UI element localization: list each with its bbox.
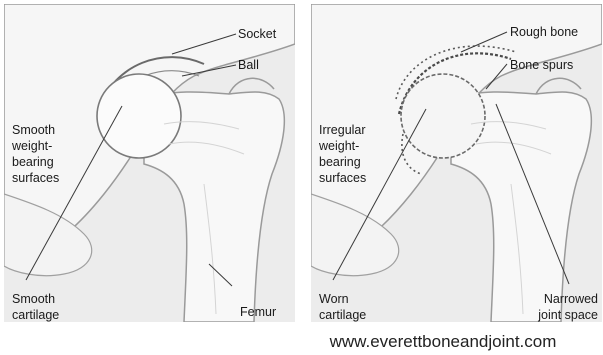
- ball-label: Ball: [238, 57, 259, 73]
- socket-label: Socket: [238, 26, 276, 42]
- healthy-hip-panel: Socket Ball Smooth weight- bearing surfa…: [4, 4, 295, 322]
- bone-spurs-label: Bone spurs: [510, 57, 573, 73]
- arthritic-hip-panel: Rough bone Bone spurs Irregular weight- …: [311, 4, 602, 322]
- femoral-head: [401, 74, 485, 158]
- femoral-head: [97, 74, 181, 158]
- worn-cartilage-label: Worn cartilage: [319, 291, 366, 322]
- irregular-surfaces-label: Irregular weight- bearing surfaces: [319, 122, 366, 186]
- smooth-cartilage-label: Smooth cartilage: [12, 291, 59, 322]
- smooth-surfaces-label: Smooth weight- bearing surfaces: [12, 122, 59, 186]
- source-url: www.everettboneandjoint.com: [283, 329, 603, 355]
- joint-space-label: Narrowed joint space: [516, 291, 598, 322]
- rough-bone-label: Rough bone: [510, 24, 578, 40]
- femur-label: Femur: [240, 304, 276, 320]
